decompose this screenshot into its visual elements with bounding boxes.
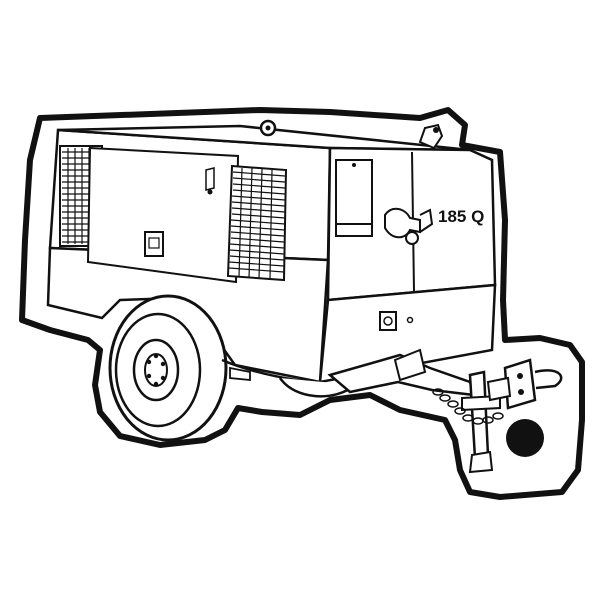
exhaust-pipe-icon: [418, 123, 444, 150]
door-handle-icon: [205, 167, 215, 191]
drain-fitting-icon: [379, 311, 414, 331]
door-latch-icon: [144, 231, 164, 257]
housing-front-lower: [318, 283, 497, 384]
jack-stand-icon: [461, 370, 501, 474]
lifting-eye-icon: [259, 119, 277, 137]
safety-chain-icon: [432, 388, 504, 425]
air-valve-icon: [384, 207, 434, 245]
wheel: [108, 294, 228, 442]
tow-bar: [327, 348, 476, 397]
front-hatch: [335, 159, 373, 237]
vent-grille-right: [226, 164, 288, 282]
model-label: 185 Q: [438, 207, 484, 226]
hitch-ring-icon: [486, 358, 563, 410]
access-door: [86, 146, 240, 284]
black-dot-marker: [506, 419, 544, 457]
